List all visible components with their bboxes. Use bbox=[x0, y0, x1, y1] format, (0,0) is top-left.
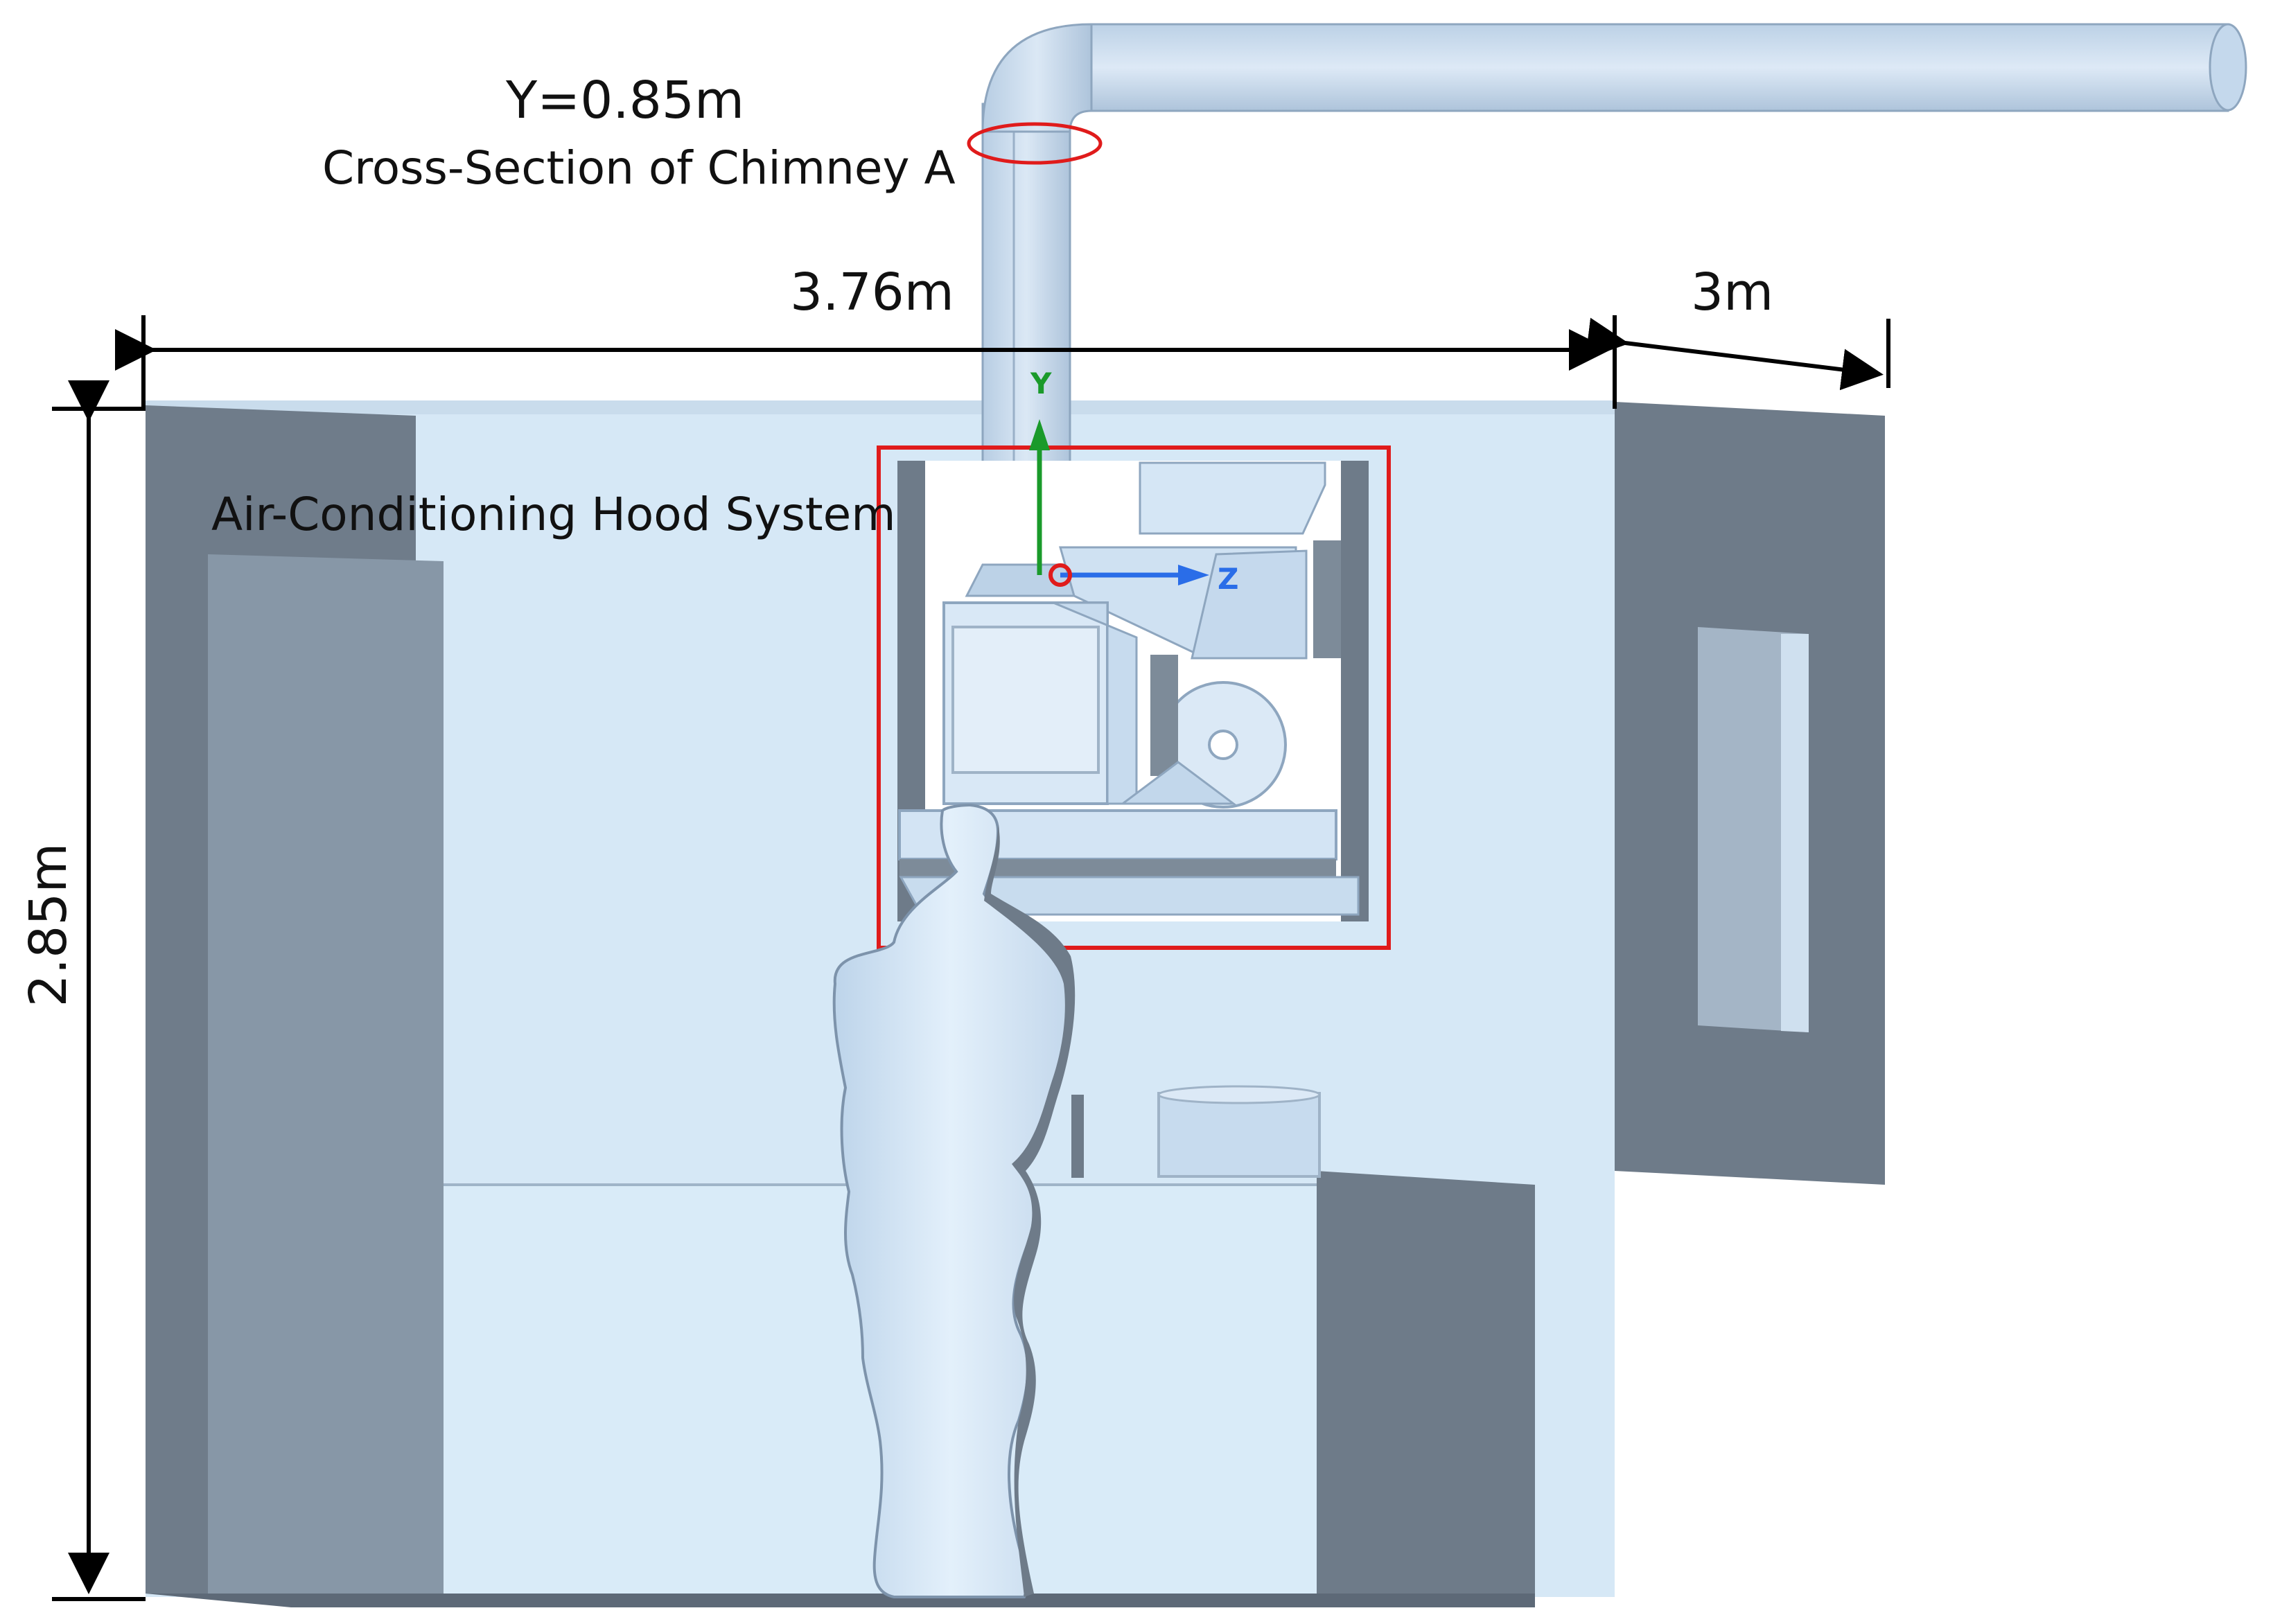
floor-post bbox=[1071, 1095, 1084, 1178]
floor-edge bbox=[146, 1594, 1535, 1607]
axis-y-label: Y bbox=[1030, 367, 1052, 400]
height-dim-label: 2.85m bbox=[19, 843, 78, 1007]
left-door-panel bbox=[208, 554, 444, 1600]
width-dim-label: 3.76m bbox=[790, 263, 954, 322]
axis-z-label: Z bbox=[1218, 562, 1238, 596]
chimney-elbow bbox=[981, 23, 1093, 133]
dimensions bbox=[52, 315, 1890, 1601]
right-window-frame bbox=[1781, 634, 1809, 1032]
duct-right-panel bbox=[1191, 549, 1308, 660]
section-name-label: Cross-Section of Chimney A bbox=[322, 141, 956, 195]
hood-highlight-box bbox=[877, 445, 1391, 950]
room-ceiling bbox=[146, 400, 1615, 414]
section-y-label: Y=0.85m bbox=[506, 71, 745, 130]
cross-section-marker bbox=[967, 122, 1103, 165]
hood-top-box bbox=[1139, 461, 1326, 535]
hood-system-label: Air-Conditioning Hood System bbox=[211, 488, 896, 541]
floor-cylinder bbox=[1157, 1092, 1321, 1178]
chimney-horizontal bbox=[1090, 23, 2229, 112]
depth-dim-label: 3m bbox=[1691, 263, 1774, 322]
human-figure-shadow bbox=[984, 824, 1076, 1597]
depth-dim-line bbox=[1585, 317, 1884, 391]
axis-origin bbox=[1048, 563, 1072, 587]
lower-right-wall bbox=[1317, 1171, 1535, 1607]
